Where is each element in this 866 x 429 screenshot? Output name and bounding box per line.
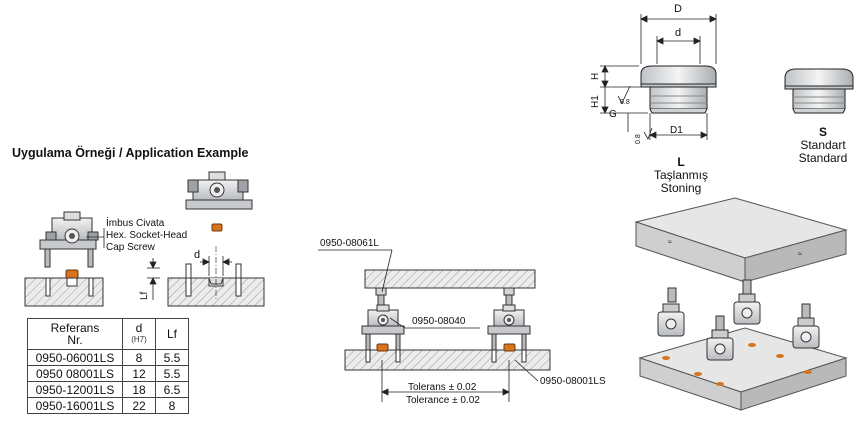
dim-part-L (640, 65, 717, 114)
cell-lf: 5.5 (155, 365, 189, 382)
left-assembly (39, 211, 99, 279)
dim-G: G (609, 109, 617, 120)
part-label-top: 0950-08061L (320, 238, 379, 249)
cell-ref: 0950-06001LS (27, 349, 123, 366)
header-ref-line1: Referans (50, 321, 100, 335)
cell-d: 18 (122, 381, 156, 398)
part-label-mid: 0950-08040 (412, 316, 466, 327)
table-row: 0950-06001LS 8 5.5 (27, 349, 189, 366)
cell-lf: 8 (155, 397, 189, 414)
lower-plate-holes (365, 349, 527, 363)
header-ref-line2: Nr. (67, 333, 83, 347)
table-row: 0950 08001LS 12 5.5 (27, 365, 189, 382)
cell-lf: 6.5 (155, 381, 189, 398)
iso-fixtures (657, 279, 820, 361)
heading-separator: / (115, 146, 126, 160)
cell-d: 12 (122, 365, 156, 382)
lf-label: Lf (139, 291, 150, 300)
application-example-heading: Uygulama Örneği / Application Example (12, 146, 248, 160)
cell-d: 8 (122, 349, 156, 366)
upper-plate (364, 269, 536, 289)
cell-ref: 0950-12001LS (27, 381, 123, 398)
dim-H1: H1 (590, 95, 601, 108)
variant-L-en: Stoning (660, 181, 702, 195)
cell-ref: 0950 08001LS (27, 365, 123, 382)
dim-d: d (675, 27, 681, 39)
screw-leader (86, 228, 105, 248)
variant-L-code: L (677, 155, 685, 169)
dim-D1: D1 (670, 125, 683, 136)
locating-pad (65, 269, 79, 279)
screw-label-tr: İmbus Civata (106, 216, 165, 229)
variant-L-tr: Taşlanmış (653, 168, 709, 182)
svg-text:≈: ≈ (668, 239, 672, 246)
svg-text:≈: ≈ (798, 251, 802, 258)
table-row: 0950-12001LS 18 6.5 (27, 381, 189, 398)
header-d-label: d (135, 321, 143, 335)
heading-en: Application Example (125, 146, 249, 160)
dim-lines (600, 14, 717, 140)
cell-d: 22 (122, 397, 156, 414)
header-d: d(H7) (122, 318, 156, 350)
table-row: 0950-16001LS 22 8 (27, 397, 189, 414)
tolerance-label-tr: Tolerans ± 0.02 (408, 382, 477, 393)
variant-S-caption: S Standart Standard (788, 126, 858, 165)
heading-tr: Uygulama Örneği (12, 146, 116, 160)
iso-top-plate: ≈ ≈ (634, 197, 848, 283)
tolerance-label-en: Tolerance ± 0.02 (406, 395, 480, 406)
roughness-1: 0.8 (620, 99, 630, 106)
part-label-bottom: 0950-08001LS (540, 376, 606, 387)
dim-D: D (674, 3, 682, 15)
header-lf: Lf (155, 318, 189, 350)
lower-plate (344, 349, 551, 371)
middle-right-stack (487, 287, 531, 352)
variant-L-caption: L Taşlanmış Stoning (646, 156, 716, 195)
lf-dimension (147, 258, 160, 300)
d-dimension (200, 256, 232, 276)
middle-leaders (318, 249, 539, 402)
detail-d-label: d (194, 249, 200, 261)
dim-H: H (590, 73, 601, 80)
variant-S-tr: Standart (800, 138, 846, 152)
loose-locating-pad (211, 223, 223, 232)
header-d-sub: (H7) (131, 335, 147, 344)
screw-label-en2: Cap Screw (106, 242, 156, 253)
cell-ref: 0950-16001LS (27, 397, 123, 414)
variant-S-code: S (818, 125, 827, 139)
cell-lf: 5.5 (155, 349, 189, 366)
screw-label-en1: Hex. Socket-Head (106, 230, 187, 241)
left-top-fixture (185, 171, 253, 210)
middle-left-stack (361, 287, 405, 352)
dim-part-S (784, 68, 854, 114)
left-base-holes (45, 277, 94, 297)
roughness-2: 0.8 (635, 134, 642, 144)
variant-S-en: Standard (798, 151, 848, 165)
